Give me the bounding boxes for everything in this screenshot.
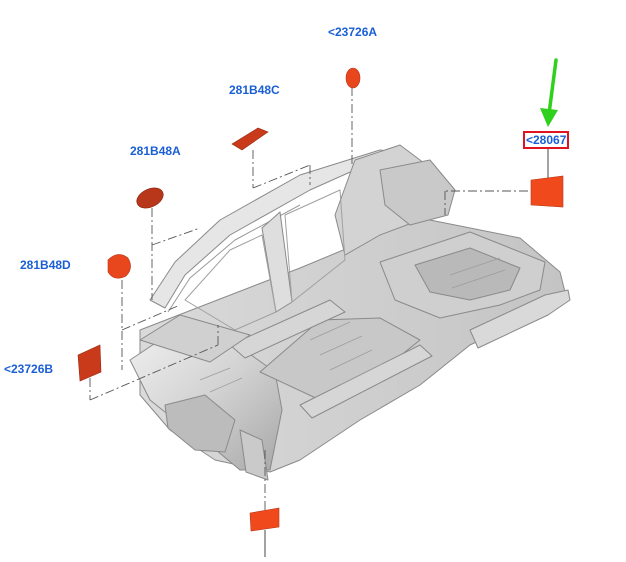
part-281b48c[interactable] <box>231 127 269 151</box>
part-bottom-pad[interactable] <box>249 507 280 532</box>
rear-quarter <box>379 159 456 226</box>
cross-member-1 <box>229 299 346 359</box>
callout-281b48a[interactable]: 281B48A <box>130 144 181 158</box>
callout-23726a[interactable]: <23726A <box>328 25 378 39</box>
body-details <box>199 257 506 393</box>
callout-23726b[interactable]: <23726B <box>4 362 54 376</box>
part-23726b[interactable] <box>77 344 102 382</box>
callout-281b48c[interactable]: 281B48C <box>229 83 280 97</box>
callout-281b48d[interactable]: 281B48D <box>20 258 71 272</box>
part-281b48d[interactable] <box>107 254 131 279</box>
front-rail <box>239 429 269 481</box>
green-down-arrow-icon <box>540 58 558 127</box>
label-leaders <box>264 148 549 557</box>
vehicle-body <box>129 144 571 481</box>
door-opening-front <box>184 234 277 331</box>
part-23726a[interactable] <box>345 67 361 89</box>
part-281b48a[interactable] <box>134 184 167 212</box>
dash-panel <box>139 314 251 363</box>
callout-28067[interactable]: <28067 <box>522 131 570 149</box>
leader-lines <box>89 87 528 510</box>
rear-beam <box>469 289 571 349</box>
front-wheel-house <box>164 394 236 453</box>
red-parts <box>77 67 564 532</box>
spare-wheel-well <box>414 247 521 301</box>
part-28067[interactable] <box>530 175 564 208</box>
door-opening-rear <box>284 189 346 303</box>
